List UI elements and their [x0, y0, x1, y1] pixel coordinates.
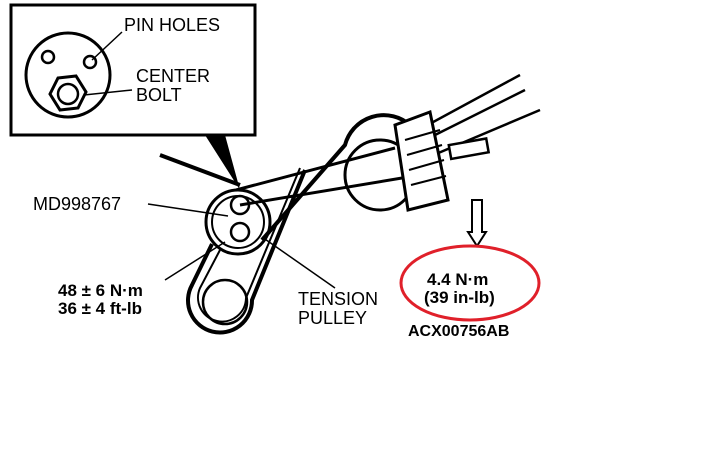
pin-hole-icon: [40, 49, 56, 65]
highlight-torque-nm: 4.4 N·m: [427, 270, 488, 289]
inset-detail: PIN HOLES CENTER BOLT: [9, 3, 257, 190]
pin-hole-icon: [82, 54, 98, 70]
center-bolt-label-1: CENTER: [136, 66, 210, 86]
tension-pulley-label-2: PULLEY: [298, 308, 367, 328]
tension-pulley-label-1: TENSION: [298, 289, 378, 309]
tool-number-label: MD998767: [33, 194, 121, 214]
figure-id-label: ACX00756AB: [408, 323, 509, 340]
torque-nm-label: 48 ± 6 N·m: [58, 281, 143, 300]
center-bolt-icon: [48, 74, 88, 112]
pin-holes-label: PIN HOLES: [124, 15, 220, 35]
highlight-torque-inlb: (39 in-lb): [424, 288, 495, 307]
highlight-circle: [399, 244, 541, 322]
pulley-face-icon: [24, 31, 112, 119]
torque-ftlb-label: 36 ± 4 ft-lb: [58, 299, 142, 318]
center-bolt-label-2: BOLT: [136, 85, 182, 105]
belt-assembly: [159, 73, 541, 335]
